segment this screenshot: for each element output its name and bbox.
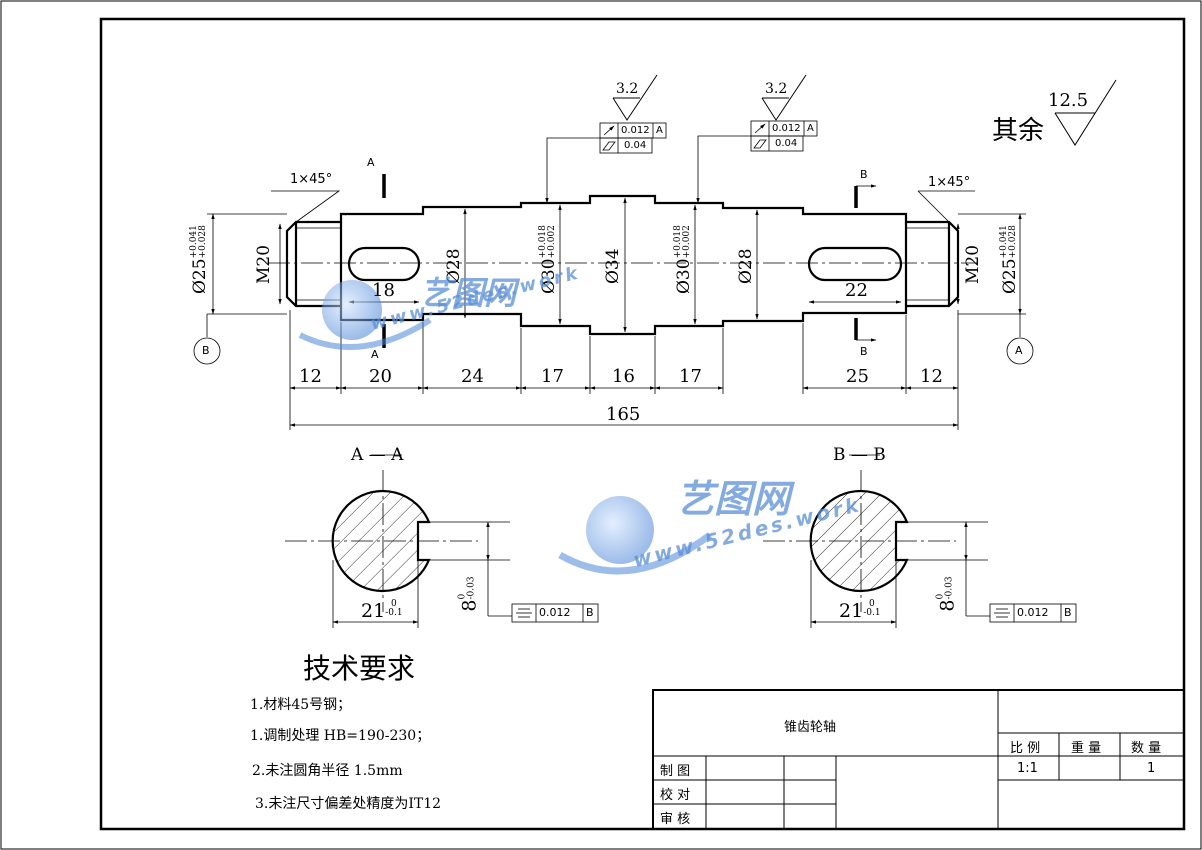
dim-len-8: 12 — [920, 366, 943, 387]
length-dims — [289, 310, 959, 430]
drawing-frame — [99, 17, 1186, 831]
tol-left-runout: 0.012 — [621, 125, 650, 136]
tech-item-3: 2.未注圆角半径 1.5mm — [252, 763, 403, 779]
section-bb-title: B — B — [833, 445, 886, 465]
title-block — [652, 689, 1185, 830]
section-aa-tol-datum: B — [586, 606, 594, 619]
dim-m20-right: M20 — [963, 244, 983, 284]
cut-a-top: A — [367, 156, 375, 169]
dim-d30-right: Ø30+0.018+0.002 — [673, 225, 694, 294]
title-row-checked: 校 对 — [660, 788, 691, 803]
tech-item-4: 3.未注尺寸偏差处精度为IT12 — [255, 796, 442, 812]
chamfer-right: 1×45° — [928, 175, 971, 190]
section-aa-title: A — A — [351, 445, 404, 465]
dim-len-3: 24 — [461, 366, 484, 387]
dim-len-5: 16 — [612, 366, 635, 387]
title-value-qty: 1 — [1147, 761, 1156, 776]
dim-m20-left: M20 — [254, 244, 274, 284]
dim-total-length: 165 — [606, 404, 641, 425]
section-bb-depth: 80-0.03 — [935, 576, 959, 612]
tol-right-cyl: 0.04 — [775, 138, 798, 149]
section-aa-tol-value: 0.012 — [539, 606, 571, 619]
dim-len-7: 25 — [846, 366, 869, 387]
cut-a-bottom: A — [371, 348, 379, 361]
roughness-other-value: 12.5 — [1048, 90, 1089, 111]
title-value-scale: 1:1 — [1017, 761, 1038, 776]
title-row-drawn: 制 图 — [660, 764, 691, 779]
cut-b-bottom: B — [860, 345, 868, 358]
cut-b-top: B — [860, 168, 868, 181]
tech-item-2: 1.调制处理 HB=190-230； — [250, 728, 431, 744]
dim-key-right: 22 — [845, 280, 868, 301]
tech-item-1: 1.材料45号钢； — [250, 697, 352, 713]
datum-a-circle — [1006, 337, 1034, 365]
shaft-outline — [285, 194, 960, 336]
dim-d34: Ø34 — [603, 248, 623, 284]
section-bb-tol-datum: B — [1064, 606, 1072, 619]
title-part-name: 锥齿轮轴 — [784, 720, 837, 735]
section-aa-depth: 80-0.03 — [457, 576, 481, 612]
section-bb-tol-value: 0.012 — [1017, 606, 1049, 619]
roughness-mark-left: 3.2 — [616, 81, 639, 97]
section-aa — [285, 454, 599, 628]
title-header-weight: 重 量 — [1071, 741, 1102, 756]
chamfer-leaders — [271, 190, 975, 223]
dim-d25-left: Ø25+0.041+0.028 — [189, 225, 210, 294]
watermark-brand-1: 艺图网 — [420, 274, 517, 312]
dim-len-1: 12 — [299, 366, 322, 387]
tol-left-datum: A — [656, 125, 663, 136]
title-header-scale: 比 例 — [1010, 741, 1041, 756]
watermark-globe-icon — [298, 280, 713, 575]
watermark-brand-2: 艺图网 — [676, 477, 791, 521]
datum-b-label: B — [202, 344, 210, 357]
title-header-qty: 数 量 — [1131, 741, 1162, 756]
roughness-symbols — [612, 74, 1117, 146]
datum-b-circle — [193, 337, 221, 365]
dim-d28-right: Ø28 — [736, 248, 756, 284]
roughness-other-label: 其余 — [992, 116, 1045, 146]
chamfer-left: 1×45° — [290, 172, 333, 187]
dim-key-left: 18 — [372, 280, 395, 301]
dim-len-2: 20 — [369, 366, 392, 387]
dim-len-4: 17 — [541, 366, 564, 387]
tolerance-frames-top — [545, 120, 818, 204]
tol-left-cyl: 0.04 — [624, 140, 647, 151]
title-row-approved: 审 核 — [660, 812, 691, 827]
roughness-mark-right: 3.2 — [765, 81, 788, 97]
tol-right-runout: 0.012 — [772, 123, 801, 134]
dim-d25-right: Ø25+0.041+0.028 — [999, 225, 1020, 294]
datum-a-label: A — [1015, 344, 1023, 357]
tech-heading: 技术要求 — [303, 652, 416, 685]
tol-right-datum: A — [807, 123, 814, 134]
section-bb — [763, 454, 1077, 628]
dim-len-6: 17 — [679, 366, 702, 387]
